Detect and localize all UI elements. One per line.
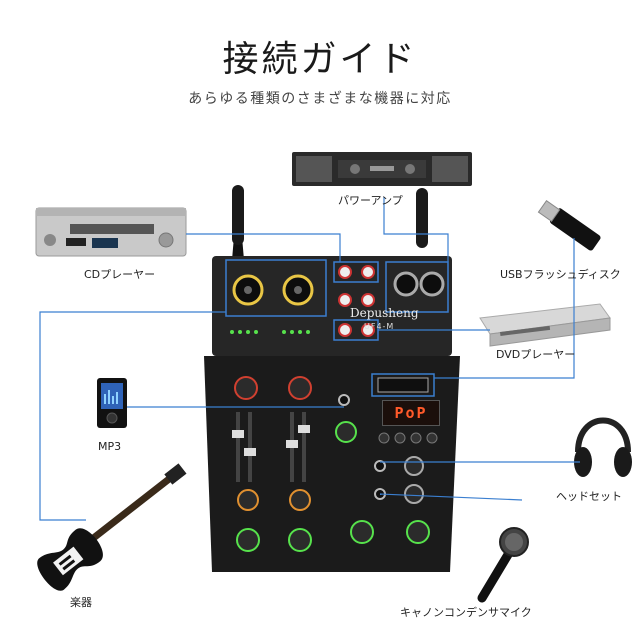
- mp3-label: MP3: [98, 440, 122, 453]
- connection-lines: [39, 197, 580, 521]
- microphone-label: キャノンコンデンサマイク: [400, 606, 532, 619]
- power-amp-image: [292, 152, 472, 186]
- power-amp-label: パワーアンプ: [338, 194, 403, 207]
- mixer-image: [204, 185, 460, 572]
- mp3-player-image: [97, 378, 127, 428]
- cd-player-image: [35, 207, 187, 257]
- usb-flash-image: [537, 200, 601, 251]
- page-subtitle: あらゆる種類のさまざまな機器に対応: [188, 91, 452, 107]
- mixer-display: PoP: [382, 400, 440, 426]
- page-title: 接続ガイド: [222, 39, 418, 80]
- highlight-boxes: [225, 259, 449, 397]
- usb-flash-label: USBフラッシュディスク: [500, 268, 621, 281]
- headset-label: ヘッドセット: [556, 490, 622, 503]
- microphone-image: [477, 527, 529, 603]
- mixer-model: UF4-M: [364, 322, 395, 331]
- dvd-player-label: DVDプレーヤー: [496, 348, 576, 361]
- dvd-player-image: [479, 303, 611, 347]
- headset-image: [574, 417, 632, 477]
- guitar-image: [37, 463, 187, 591]
- instrument-label: 楽器: [70, 596, 92, 609]
- cd-player-label: CDプレーヤー: [84, 268, 156, 281]
- mixer-brand: Depusheng: [350, 306, 419, 320]
